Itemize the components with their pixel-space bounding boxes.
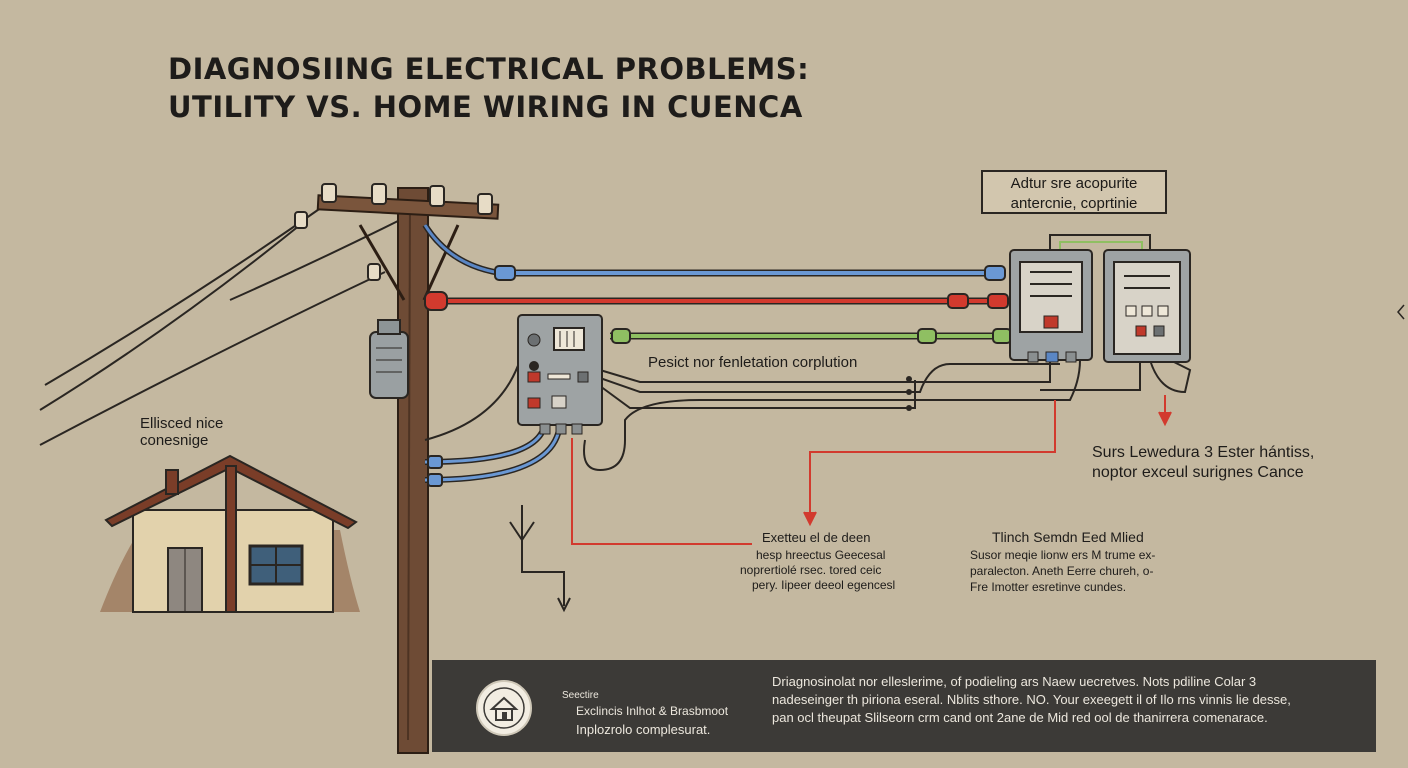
house-badge-icon xyxy=(476,680,532,736)
red-arrows xyxy=(571,395,1172,545)
center-note-line-2: hesp hreectus Geecesal xyxy=(756,548,886,562)
footer-left-line-1: Exclincis Inlhot & Brasbmoot xyxy=(576,704,729,718)
ground-arrow xyxy=(509,505,571,613)
utility-pole xyxy=(316,187,500,754)
footer-left-line-2: Inplozrolo complesurat. xyxy=(576,722,711,737)
right-label-line-1: Surs Lewedura 3 Ester hántiss, xyxy=(1092,444,1315,461)
insulators xyxy=(294,183,493,281)
badge-caption: Seectire xyxy=(562,690,599,701)
page-title-line-1: DIAGNOSIING ELECTRICAL PROBLEMS: xyxy=(168,52,810,86)
meter-box xyxy=(517,314,603,435)
right-note-line-1: Susor meqie lionw ers M trume ex- xyxy=(970,548,1156,562)
footer-right-line-1: Driagnosinolat nor elleslerime, of podie… xyxy=(772,674,1257,689)
right-label-line-2: noptor exceul surignes Cance xyxy=(1092,464,1304,481)
center-note-line-4: pery. Iipeer deeol egencesl xyxy=(752,578,896,592)
center-note-line-3: noprertiolé rsec. tored ceic xyxy=(740,563,882,577)
footer-right-line-2: nadeseinger th piriona eseral. Nblits st… xyxy=(772,692,1291,707)
page-title-line-2: UTILITY VS. HOME WIRING IN CUENCA xyxy=(168,90,803,124)
right-note-line-2: paralecton. Aneth Eerre chureh, o- xyxy=(970,564,1154,578)
house-label-line-2: conesnige xyxy=(140,432,209,449)
wire-label: Pesict nor fenletation corplution xyxy=(648,354,858,371)
right-note-line-3: Fre Imotter esretinve cundes. xyxy=(970,580,1127,594)
footer-right-line-3: pan ocl theupat Slilseorn crm cand ont 2… xyxy=(772,710,1268,725)
callout-box-line-1: Adtur sre acopurite xyxy=(1010,175,1138,192)
footer-panel: Seectire Exclincis Inlhot & Brasbmoot In… xyxy=(432,660,1376,752)
breaker-panel-main xyxy=(1009,249,1093,363)
pole-transformer xyxy=(369,319,409,399)
wire-connectors xyxy=(424,265,1012,487)
breaker-panel-secondary xyxy=(1103,249,1191,363)
overhead-power-lines xyxy=(39,204,411,446)
house-badge-graphic xyxy=(483,687,525,729)
house-label-line-1: Ellisced nice xyxy=(140,415,224,432)
right-note-title: Tlinch Semdn Eed Mlied xyxy=(992,529,1144,545)
callout-box: Adtur sre acopurite antercnie, coprtinie xyxy=(981,170,1167,214)
center-note-line-1: Exetteu el de deen xyxy=(762,530,871,545)
edge-marker xyxy=(1397,304,1405,320)
house-illustration xyxy=(100,454,360,613)
callout-box-line-2: antercnie, coprtinie xyxy=(1010,195,1138,212)
